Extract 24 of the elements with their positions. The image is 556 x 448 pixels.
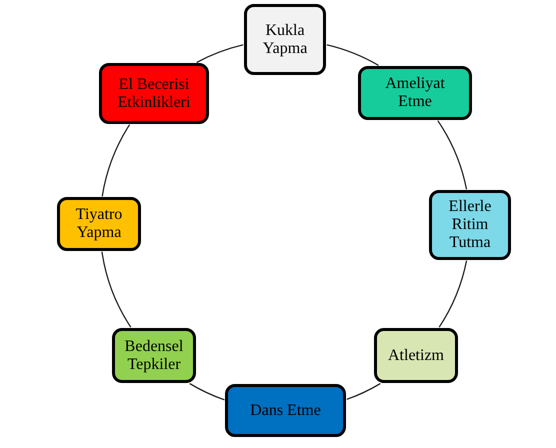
connector-arc xyxy=(346,383,381,400)
activity-box xyxy=(57,197,141,251)
connector-arc xyxy=(102,124,130,196)
connector-arc xyxy=(437,120,468,190)
activity-label: Atletizm xyxy=(388,346,444,364)
activity-box xyxy=(374,328,458,383)
connector-arc xyxy=(438,260,468,328)
connector-arc xyxy=(189,383,225,400)
activity-box xyxy=(429,190,511,260)
activity-box xyxy=(358,66,472,120)
activity-label: Kukla Yapma xyxy=(262,22,308,58)
activity-label: Dans Etme xyxy=(250,402,321,420)
activity-box xyxy=(112,328,196,383)
activity-box xyxy=(99,63,209,124)
activity-label: Ameliyat Etme xyxy=(384,75,446,111)
activity-label: El Becerisi Etkinlikleri xyxy=(116,76,192,112)
activity-box xyxy=(225,384,346,437)
activity-box xyxy=(244,4,326,75)
connector-arc xyxy=(326,44,379,66)
activity-label: Tiyatro Yapma xyxy=(74,206,124,242)
activity-label: Ellerle Ritim Tutma xyxy=(448,198,492,252)
connector-arc xyxy=(196,44,244,63)
activity-label: Bedensel Tepkiler xyxy=(124,338,184,374)
connector-arc xyxy=(101,252,132,328)
